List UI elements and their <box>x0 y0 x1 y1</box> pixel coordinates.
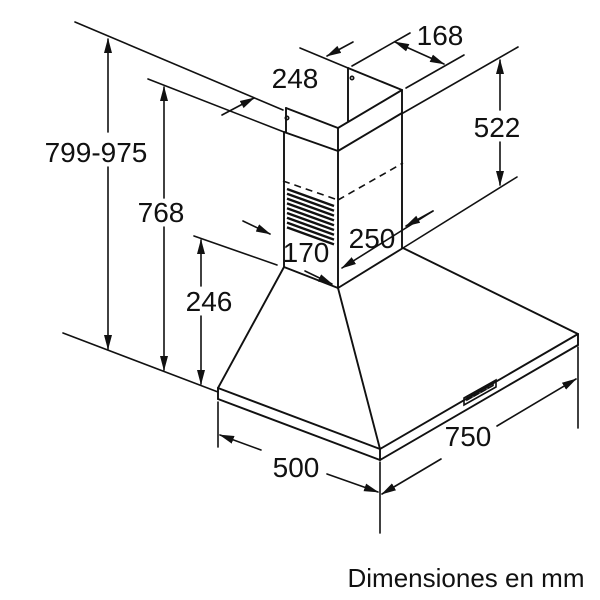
vent-grille <box>286 187 335 246</box>
dim-overall-height: 799-975 <box>45 38 148 350</box>
base-reference-line <box>62 332 219 393</box>
dim-chimney-width-label: 250 <box>349 223 396 254</box>
dim-height-to-duct-top: 768 <box>138 86 185 371</box>
dim-canopy-depth: 500 <box>217 401 381 534</box>
dim-duct-top-width-label: 248 <box>272 63 319 94</box>
dim-canopy-depth-label: 500 <box>273 452 320 483</box>
telescopic-joint-dashed-line <box>282 162 404 201</box>
dim-chimney-width: 250 <box>341 210 434 269</box>
dim-chimney-height: 522 <box>402 46 521 249</box>
dim-canopy-width: 750 <box>381 346 579 495</box>
inner-duct-section <box>285 89 403 133</box>
control-panel <box>463 378 497 407</box>
control-button-icon <box>480 384 487 394</box>
duct-top-reference-line <box>147 78 285 133</box>
dim-overall-height-label: 799-975 <box>45 137 148 168</box>
dim-duct-top-depth: 168 <box>351 20 465 89</box>
dim-duct-top-depth-label: 168 <box>417 20 464 51</box>
wall-top-reference-line <box>74 21 284 111</box>
mounting-hole-icon <box>284 115 290 121</box>
dim-canopy-width-label: 750 <box>445 421 492 452</box>
control-button-icon <box>466 392 473 402</box>
dim-height-to-duct-top-label: 768 <box>138 197 185 228</box>
chimney-duct <box>282 67 404 289</box>
canopy <box>217 247 579 461</box>
caption: Dimensiones en mm <box>348 563 585 593</box>
reference-lines <box>62 21 285 393</box>
dim-duct-top-width: 248 <box>221 41 354 116</box>
mounting-hole-icon <box>349 75 355 81</box>
dim-chimney-height-label: 522 <box>474 112 521 143</box>
dim-canopy-height: 246 <box>186 235 278 385</box>
dim-canopy-height-label: 246 <box>186 286 233 317</box>
dim-chimney-depth: 170 <box>242 220 333 285</box>
control-button-icon <box>487 380 494 390</box>
dim-chimney-depth-label: 170 <box>283 237 330 268</box>
control-button-icon <box>473 388 480 398</box>
mounting-bracket <box>284 67 403 122</box>
